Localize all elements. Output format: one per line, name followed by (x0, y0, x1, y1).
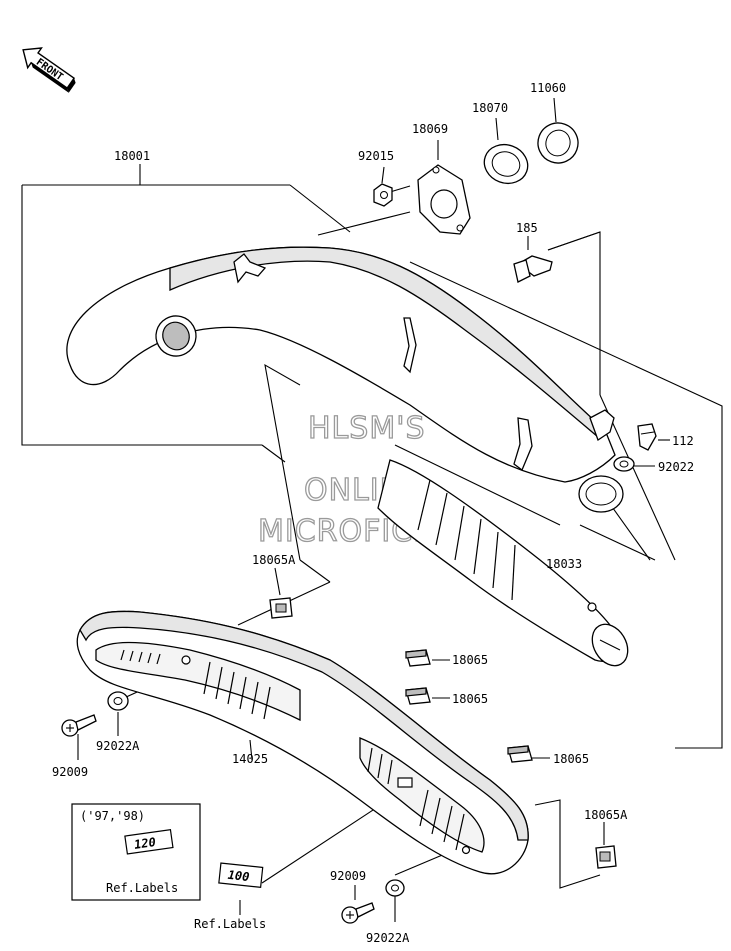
bolt-112-icon (637, 423, 657, 451)
fasteners (61, 691, 405, 924)
callout-185: 185 (516, 221, 538, 235)
callout-11060: 11060 (530, 81, 566, 95)
washer-92022a-bottom-icon (385, 879, 405, 897)
screw-92009-left-icon (61, 714, 97, 737)
heat-guard-14025 (76, 610, 529, 875)
callout-112: 112 (672, 434, 694, 448)
callout-labels: 18001 92015 18069 18070 11060 185 112 92… (52, 81, 694, 945)
callout-18065-2: 18065 (452, 692, 488, 706)
callout-18065-3: 18065 (553, 752, 589, 766)
callout-14025: 14025 (232, 752, 268, 766)
exhaust-pipe-18001 (66, 246, 624, 513)
callout-18065a-bottom: 18065A (584, 808, 628, 822)
callout-92022a-left: 92022A (96, 739, 140, 753)
variant-box-97-98: ('97,'98) 120 Ref.Labels (71, 803, 201, 901)
muffler-18033 (377, 459, 629, 667)
watermark-line-1: HLSM'S (308, 411, 426, 446)
callout-92022: 92022 (658, 460, 694, 474)
variant-ref-label: Ref.Labels (106, 881, 178, 895)
callout-18033: 18033 (546, 557, 582, 571)
badge-100-icon: 100 (218, 862, 264, 888)
bolt-185-icon (513, 255, 553, 283)
washer-92022a-left-icon (107, 691, 129, 711)
callout-18065-1: 18065 (452, 653, 488, 667)
callout-18001: 18001 (114, 149, 150, 163)
callout-92009-left: 92009 (52, 765, 88, 779)
callout-92009-bottom: 92009 (330, 869, 366, 883)
callout-18065a-top: 18065A (252, 553, 296, 567)
badge-120-text: 120 (133, 835, 156, 852)
leader-lines (21, 97, 723, 922)
callout-92022a-bottom: 92022A (366, 931, 410, 945)
bottom-ref-label: Ref.Labels (194, 917, 266, 931)
clips (269, 597, 617, 869)
callout-92015: 92015 (358, 149, 394, 163)
badge-100-text: 100 (227, 868, 250, 884)
top-parts (373, 122, 657, 472)
front-arrow-icon: FRONT (22, 47, 76, 93)
screw-92009-bottom-icon (341, 902, 375, 924)
callout-18070: 18070 (472, 101, 508, 115)
callout-18069: 18069 (412, 122, 448, 136)
badge-120-icon: 120 (124, 828, 174, 855)
variant-years: ('97,'98) (80, 809, 145, 823)
